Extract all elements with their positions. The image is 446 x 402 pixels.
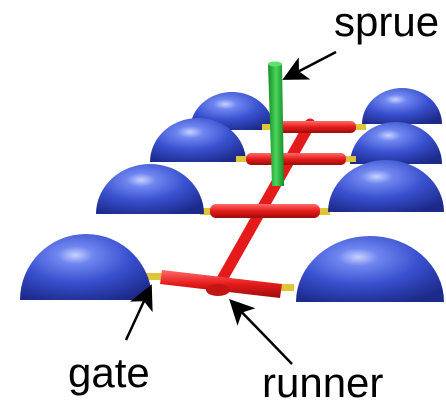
gate-label: gate	[68, 349, 150, 396]
runner-arrow	[229, 299, 293, 365]
cross-runner-3	[210, 204, 320, 218]
gate-row4-right	[278, 284, 294, 291]
cross-runner-1	[272, 121, 356, 133]
cavity-front-left	[20, 234, 152, 300]
gate-row2-left	[236, 156, 248, 162]
sprue-arrow	[282, 50, 337, 80]
sprue-label: sprue	[334, 0, 439, 45]
cavity-row3-left	[96, 164, 204, 214]
cavity-front-right	[296, 236, 444, 302]
cavity-back-right	[362, 88, 442, 124]
cavity-row2-left	[150, 118, 246, 162]
gate-arrow	[124, 284, 153, 341]
cross-runner-4	[160, 270, 282, 298]
runner-label: runner	[262, 359, 383, 402]
gate-row1-left	[262, 124, 274, 130]
gate-row3-right	[318, 208, 330, 215]
cross-runner-2	[246, 153, 346, 165]
gate-row4-left	[146, 273, 162, 280]
gate-row2-right	[344, 156, 356, 162]
sprue	[268, 61, 284, 186]
gate-row1-right	[354, 124, 366, 130]
cavity-row2-right	[350, 122, 442, 164]
runner-system	[146, 118, 366, 298]
cavity-row3-right	[328, 160, 444, 212]
gate-row3-left	[200, 208, 212, 215]
